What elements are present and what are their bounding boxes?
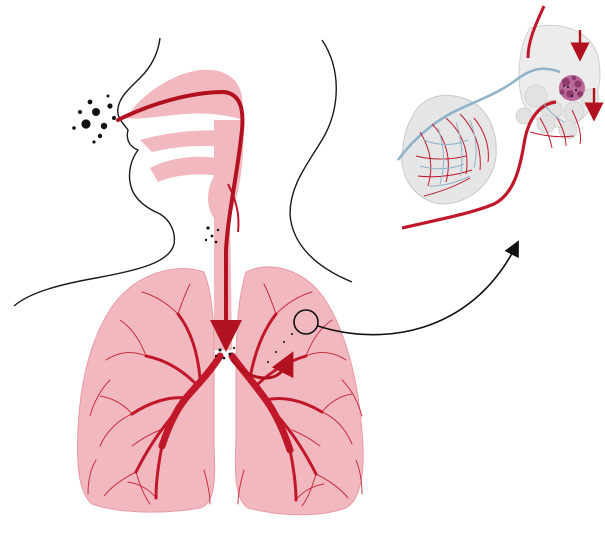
particle [98,134,102,138]
particle [78,110,82,114]
particle [112,116,116,120]
back-neck-line [290,40,352,282]
particle [81,119,90,128]
particle [92,108,100,116]
particle [72,126,76,130]
particle [101,123,107,129]
inhaled-particles [72,95,116,144]
particle [107,95,110,98]
right-lung-of-figure [235,267,363,515]
lung-left-side [235,267,363,515]
face-profile-line [14,38,174,306]
particle [107,103,112,108]
alveolus-inset [398,6,600,228]
pathogen-cluster [559,75,585,101]
curved-arrow-icon [318,246,516,335]
particle [88,100,93,105]
particle [92,140,95,143]
